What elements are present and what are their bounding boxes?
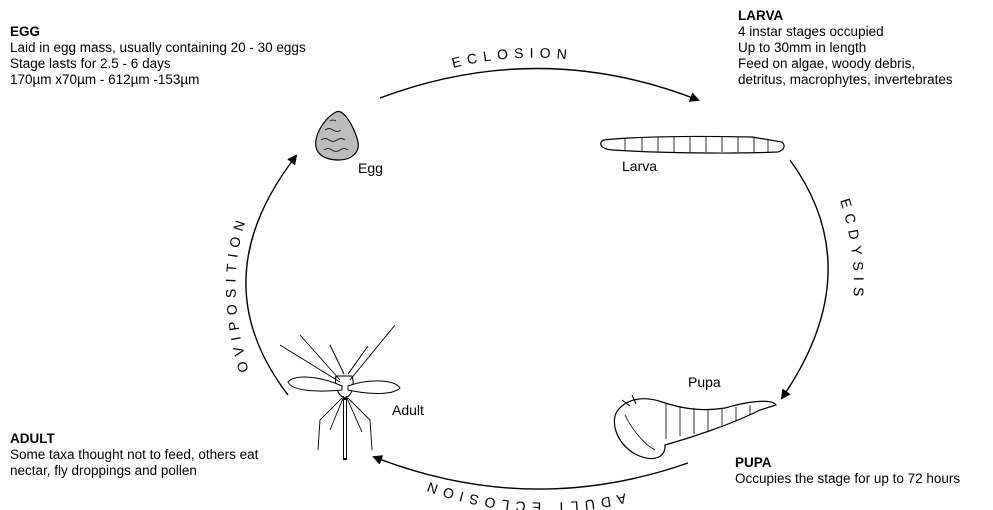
eclosion-label: ECLOSION bbox=[450, 45, 574, 71]
egg-illustration bbox=[316, 112, 359, 160]
ecdysis-label: ECDYSIS bbox=[837, 196, 867, 302]
pupa-illustration bbox=[614, 395, 776, 459]
adult-eclosion-label: ADULT ECLOSION bbox=[419, 477, 627, 510]
oviposition-label: OVIPOSITION bbox=[222, 213, 251, 375]
oviposition-arrow bbox=[246, 156, 296, 395]
adult-eclosion-arrow bbox=[374, 457, 688, 489]
oviposition-text: OVIPOSITION bbox=[222, 213, 251, 375]
ecdysis-arrow bbox=[782, 160, 828, 398]
adult-eclosion-text: ADULT ECLOSION bbox=[419, 477, 627, 510]
eclosion-text: ECLOSION bbox=[450, 45, 574, 71]
eclosion-arrow bbox=[380, 68, 698, 100]
ecdysis-text: ECDYSIS bbox=[837, 196, 867, 302]
larva-illustration bbox=[601, 136, 784, 153]
adult-illustration bbox=[280, 325, 400, 460]
